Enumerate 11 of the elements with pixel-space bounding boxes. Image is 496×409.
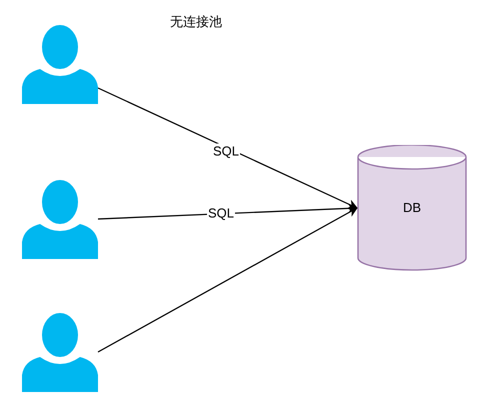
edge-label: SQL [207, 206, 235, 220]
node-label: DB [402, 200, 422, 215]
arrow [98, 203, 358, 220]
database-cylinder [357, 145, 467, 271]
title: 无连接池 [170, 14, 222, 31]
person-icon [22, 313, 98, 392]
edge-label: SQL [212, 144, 240, 158]
person-icon [22, 180, 98, 259]
person-icon [22, 25, 98, 104]
arrow [98, 207, 358, 353]
arrow [98, 87, 358, 209]
